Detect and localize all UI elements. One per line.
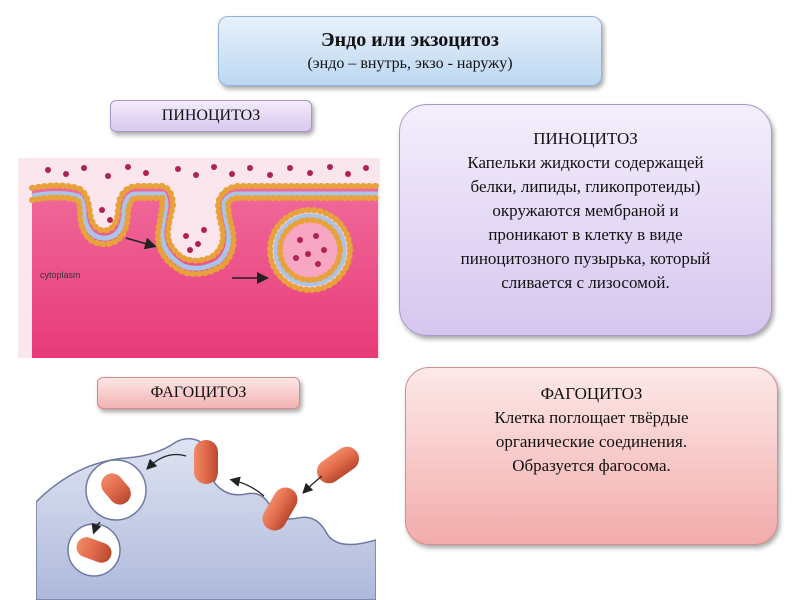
phagocytosis-desc-line: Образуется фагосома. [512,456,671,475]
pinocytosis-desc-line: сливается с лизосомой. [501,273,670,292]
process-arrow [229,476,265,497]
pinocytosis-desc-line: Капельки жидкости содержащей [467,153,704,172]
cytoplasm-label: cytoplasm [40,270,81,280]
phagosome [85,459,147,521]
pinocytosis-description: ПИНОЦИТОЗ Капельки жидкости содержащей б… [399,104,772,336]
bacterium [316,446,360,484]
process-arrow [146,453,187,470]
pinocytosis-desc-line: пиноцитозного пузырька, который [460,249,711,268]
phagocytosis-description: ФАГОЦИТОЗ Клетка поглощает твёрдые орган… [405,367,778,545]
pinocytosis-desc-line: проникают в клетку в виде [488,225,683,244]
pinocytic-vesicle [267,207,353,293]
phagocytosis-tag: ФАГОЦИТОЗ [97,377,300,409]
title-box: Эндо или экзоцитоз (эндо – внутрь, экзо … [218,16,602,86]
pinocytosis-tag: ПИНОЦИТОЗ [110,100,312,132]
pinocytosis-illustration: cytoplasm [18,158,380,358]
bacterium [262,487,298,531]
pinocytosis-desc-line: окружаются мембраной и [492,201,679,220]
phagocytosis-desc-line: Клетка поглощает твёрдые [494,408,689,427]
bacterium [194,440,218,484]
phagocytosis-illustration [36,422,376,600]
fluid-droplets [45,164,369,253]
phagocytosis-desc-line: ФАГОЦИТОЗ [540,384,643,403]
page-title: Эндо или экзоцитоз [321,29,499,51]
phagosome [67,523,121,577]
process-arrow [302,475,323,494]
process-arrow [125,237,157,250]
process-arrow [91,521,102,535]
phagocytosis-desc-line: органические соединения. [495,432,688,451]
pinocytosis-desc-line: белки, липиды, гликопротеиды) [470,177,701,196]
pinocytosis-desc-line: ПИНОЦИТОЗ [533,129,638,148]
page-subtitle: (эндо – внутрь, экзо - наружу) [307,55,513,72]
